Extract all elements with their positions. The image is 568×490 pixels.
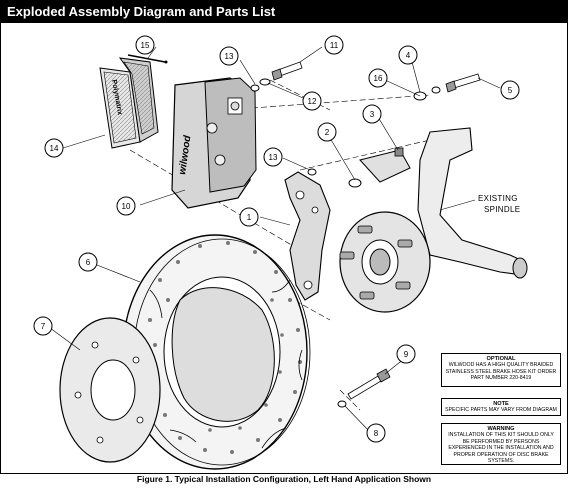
callout-1 (239, 207, 259, 227)
callout-8-label: 8 (374, 429, 379, 438)
callout-4 (398, 45, 418, 65)
callout-numbers: 1 2 3 4 5 6 7 8 9 10 11 12 13 13 14 15 1… (41, 41, 513, 438)
rotor-drill-holes (146, 241, 302, 454)
warning-heading: WARNING (487, 426, 515, 432)
hub (339, 211, 431, 313)
callout-5-label: 5 (508, 86, 513, 95)
caliper-bracket (284, 171, 331, 301)
callout-11 (324, 35, 344, 55)
callout-13b-label: 13 (269, 153, 278, 162)
centerlines (129, 79, 431, 411)
exploded-diagram: Polymatrix wilwood (33, 35, 528, 470)
caliper-bolt-upper (250, 61, 303, 92)
callout-5 (500, 80, 520, 100)
callout-6-label: 6 (86, 258, 91, 267)
hat-bolt (337, 368, 391, 408)
callout-1-label: 1 (247, 213, 252, 222)
callout-13a-label: 13 (225, 52, 234, 61)
leader-lines (49, 46, 501, 433)
callout-10 (116, 196, 136, 216)
warning-text: INSTALLATION OF THIS KIT SHOULD ONLY BE … (448, 432, 554, 465)
pad-pin (127, 54, 168, 64)
callout-3 (362, 104, 382, 124)
callout-2-label: 2 (325, 128, 330, 137)
callout-3-label: 3 (370, 110, 375, 119)
rotor-hat (59, 317, 161, 463)
callout-16-label: 16 (374, 74, 383, 83)
callout-10-label: 10 (122, 202, 131, 211)
callout-4-label: 4 (406, 51, 411, 60)
spacer-hardware (394, 73, 481, 157)
callout-7 (33, 316, 53, 336)
spindle-label: SPINDLE (484, 205, 520, 214)
page-title: Exploded Assembly Diagram and Parts List (1, 1, 567, 23)
callout-15 (135, 35, 155, 55)
optional-text: WILWOOD HAS A HIGH QUALITY BRAIDED STAIN… (445, 362, 557, 382)
callout-9 (396, 344, 416, 364)
warning-box: WARNING INSTALLATION OF THIS KIT SHOULD … (441, 423, 561, 465)
callout-13a (219, 46, 239, 66)
caliper-bolt-lower (307, 168, 362, 188)
caliper: wilwood (171, 77, 257, 209)
callout-15-label: 15 (141, 41, 150, 50)
callout-8 (366, 423, 386, 443)
existing-spindle (359, 127, 528, 279)
figure-caption: Figure 1. Typical Installation Configura… (136, 474, 432, 484)
note-text: SPECIFIC PARTS MAY VARY FROM DIAGRAM (445, 407, 557, 414)
optional-heading: OPTIONAL (486, 356, 516, 362)
callout-12 (302, 91, 322, 111)
existing-label: EXISTING (478, 194, 518, 203)
callout-14 (44, 138, 64, 158)
callout-11-label: 11 (330, 41, 339, 50)
note-heading: NOTE (493, 401, 509, 407)
callout-12-label: 12 (308, 97, 317, 106)
callout-14-label: 14 (50, 144, 59, 153)
callout-9-label: 9 (404, 350, 409, 359)
callout-6 (78, 252, 98, 272)
callout-7-label: 7 (41, 322, 46, 331)
callout-16 (368, 68, 388, 88)
note-box: NOTE SPECIFIC PARTS MAY VARY FROM DIAGRA… (441, 398, 561, 416)
callout-13b (263, 147, 283, 167)
callouts (33, 35, 520, 443)
brake-pads: Polymatrix (99, 57, 159, 149)
callout-2 (317, 122, 337, 142)
optional-note-box: OPTIONAL WILWOOD HAS A HIGH QUALITY BRAI… (441, 353, 561, 387)
